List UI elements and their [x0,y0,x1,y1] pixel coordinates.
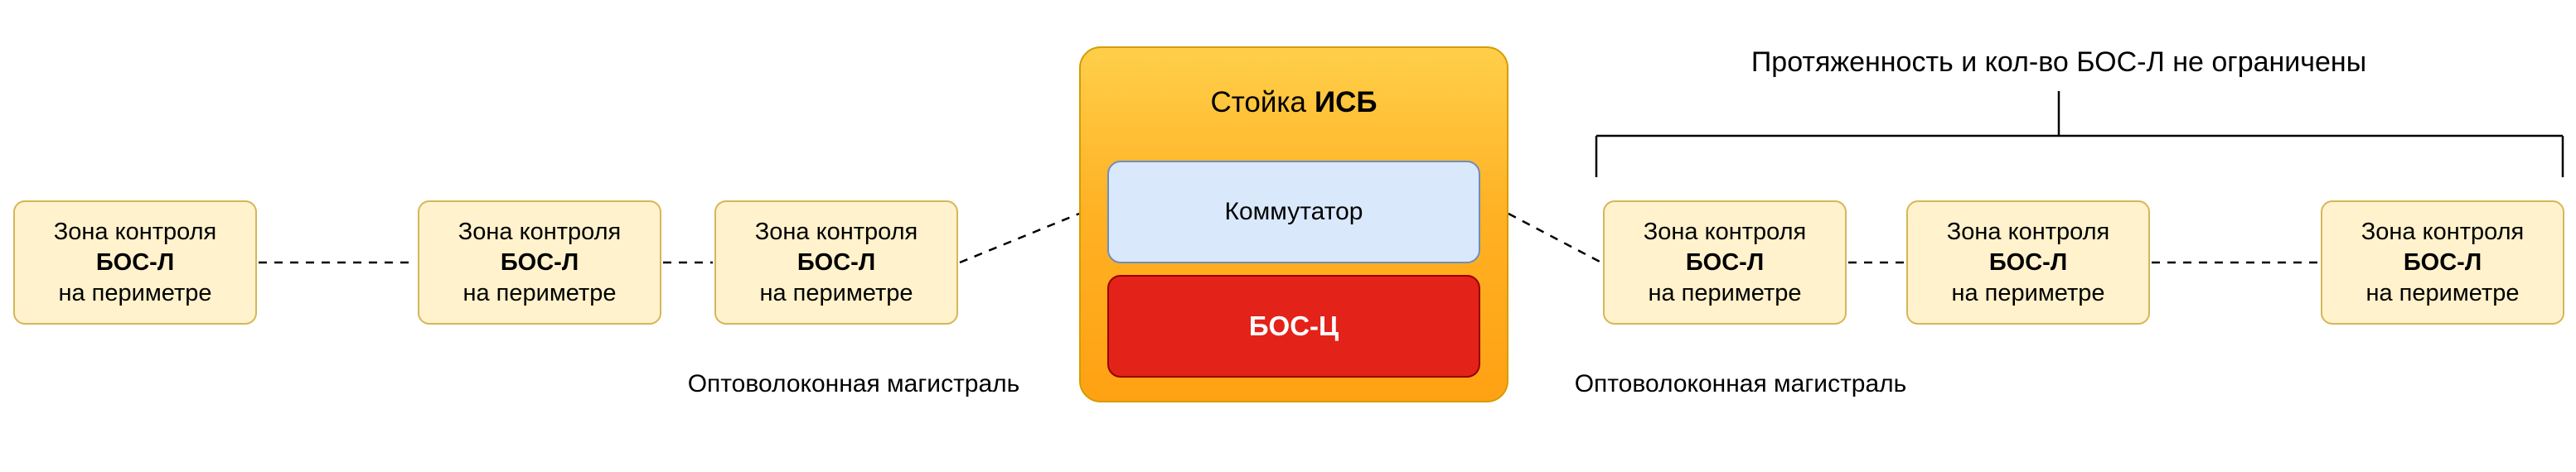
zone-line2: БОС-Л [797,248,876,276]
fiber-backbone-label-left: Оптоволоконная магистраль [687,370,1020,397]
zone-line2: БОС-Л [2403,248,2482,276]
isb-rack-title: Стойка ИСБ [1081,84,1507,121]
switch-box: Коммутатор [1107,161,1480,263]
zone-line2: БОС-Л [95,248,175,276]
zone-line1: Зона контроля [458,218,622,245]
zone-line3: на периметре [462,279,617,306]
zone-line1: Зона контроля [53,218,217,245]
isb-rack-box: Стойка ИСБ Коммутатор БОС-Ц [1079,46,1508,402]
bosc-box: БОС-Ц [1107,275,1480,378]
switch-label: Коммутатор [1224,198,1363,225]
connector-rack-zone4 [1508,212,1602,264]
annotation-bracket [1595,91,2564,177]
zone-box-left-3: Зона контроля БОС-Л на периметре [714,200,958,325]
zone-line3: на периметре [1951,279,2105,306]
rack-title-bold: ИСБ [1314,86,1378,118]
zone-line3: на периметре [759,279,913,306]
zone-line3: на периметре [58,279,212,306]
fiber-backbone-label-right: Оптоволоконная магистраль [1574,370,1907,397]
zone-box-left-1: Зона контроля БОС-Л на периметре [13,200,257,325]
zone-line1: Зона контроля [1643,218,1807,245]
zone-line1: Зона контроля [754,218,918,245]
zone-line2: БОС-Л [500,248,579,276]
zone-box-right-1: Зона контроля БОС-Л на периметре [1603,200,1847,325]
zone-line1: Зона контроля [1946,218,2110,245]
connector-zone3-rack [959,212,1080,264]
zone-box-right-2: Зона контроля БОС-Л на периметре [1906,200,2150,325]
zone-line1: Зона контроля [2361,218,2525,245]
zone-line2: БОС-Л [1685,248,1765,276]
top-note-unlimited-extent: Протяженность и кол-во БОС-Л не ограниче… [1750,46,2367,78]
bosc-label: БОС-Ц [1248,311,1339,341]
rack-title-regular: Стойка [1210,86,1306,118]
zone-line2: БОС-Л [1988,248,2068,276]
zone-line3: на периметре [1648,279,1802,306]
zone-line3: на периметре [2365,279,2520,306]
zone-box-right-3: Зона контроля БОС-Л на периметре [2321,200,2564,325]
zone-box-left-2: Зона контроля БОС-Л на периметре [418,200,661,325]
